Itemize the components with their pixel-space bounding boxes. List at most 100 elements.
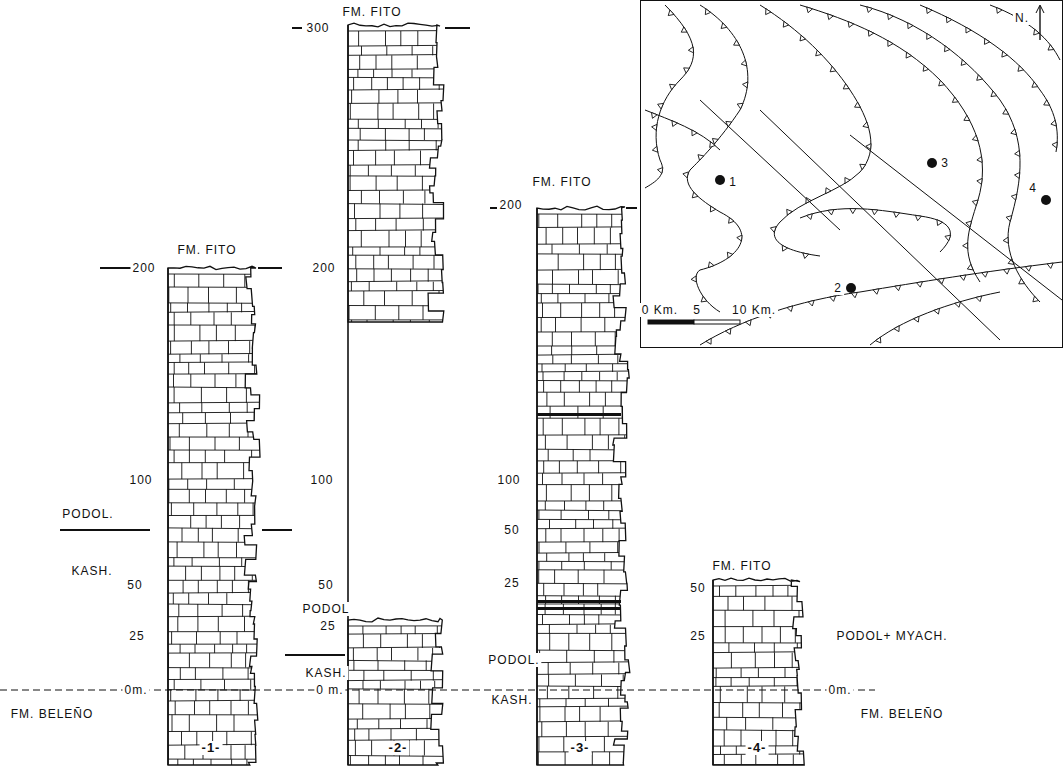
stroke xyxy=(787,586,788,596)
stroke xyxy=(552,244,553,254)
stroke xyxy=(348,30,448,31)
thrust-tooth xyxy=(977,157,982,163)
stroke xyxy=(583,583,584,595)
stroke xyxy=(420,151,421,166)
stroke xyxy=(380,634,381,648)
thrust-tooth xyxy=(1011,194,1017,200)
column-label: FM. BELEÑO xyxy=(859,707,946,721)
stroke xyxy=(168,759,264,760)
stroke xyxy=(219,566,220,580)
stroke xyxy=(585,294,586,303)
stroke xyxy=(538,752,539,769)
stroke xyxy=(537,284,633,286)
stroke xyxy=(380,204,381,219)
stroke xyxy=(538,561,539,570)
stroke xyxy=(736,746,737,754)
stroke xyxy=(537,510,633,512)
stroke xyxy=(242,604,243,617)
stroke xyxy=(618,270,619,284)
stroke xyxy=(715,678,716,687)
thrust-tooth xyxy=(860,164,866,169)
stroke xyxy=(193,759,194,769)
stroke xyxy=(378,119,379,128)
stroke xyxy=(774,610,775,626)
stroke xyxy=(720,746,721,754)
stroke xyxy=(543,583,544,595)
stroke xyxy=(375,219,376,231)
stroke xyxy=(348,319,448,320)
stroke xyxy=(617,372,618,381)
thrust-tooth xyxy=(807,7,813,13)
stroke xyxy=(548,663,549,675)
stroke xyxy=(348,281,448,282)
stroke xyxy=(537,595,633,597)
map-label: 5 xyxy=(691,303,703,317)
stroke xyxy=(561,510,562,519)
stroke xyxy=(617,686,618,699)
stroke xyxy=(174,387,175,403)
stroke xyxy=(557,214,558,228)
stroke xyxy=(624,501,625,510)
stroke xyxy=(584,529,585,542)
stroke xyxy=(597,583,598,595)
thrust-tooth xyxy=(1003,109,1009,114)
stroke xyxy=(593,686,594,699)
stroke xyxy=(417,648,418,661)
map-label: N. xyxy=(1013,11,1031,25)
stroke xyxy=(217,463,218,479)
thrust-tooth xyxy=(721,23,727,29)
stroke xyxy=(179,403,180,413)
stroke xyxy=(248,668,249,680)
stroke xyxy=(600,254,601,270)
stroke xyxy=(537,449,633,451)
thrust-tooth xyxy=(937,220,942,226)
stroke xyxy=(415,165,416,176)
column-label: 100 xyxy=(495,473,522,487)
stroke xyxy=(239,516,240,528)
stroke xyxy=(419,77,420,90)
stroke xyxy=(348,218,448,220)
stroke xyxy=(361,191,362,204)
stroke xyxy=(168,667,264,668)
stroke xyxy=(375,151,376,166)
thrust-tooth xyxy=(843,84,849,89)
stroke xyxy=(184,745,185,759)
thrust-tooth xyxy=(991,91,997,96)
stroke xyxy=(348,128,448,130)
stroke xyxy=(618,663,619,675)
stroke xyxy=(541,722,542,737)
stroke xyxy=(596,346,597,355)
column-label: KASH. xyxy=(489,693,534,707)
stroke xyxy=(562,228,563,245)
thrust-tooth xyxy=(945,235,951,241)
thrust-fault xyxy=(645,5,694,188)
stroke xyxy=(224,680,225,690)
stroke xyxy=(537,686,633,688)
stroke xyxy=(385,128,386,140)
map-label: 3 xyxy=(939,156,951,170)
stroke xyxy=(537,253,633,254)
stroke xyxy=(562,473,563,484)
stroke xyxy=(243,463,244,479)
stroke xyxy=(355,219,356,231)
stroke xyxy=(554,570,555,584)
stroke xyxy=(571,332,572,346)
stroke xyxy=(412,291,413,306)
stroke xyxy=(713,651,808,653)
stroke xyxy=(248,701,249,715)
thrust-tooth xyxy=(800,35,806,41)
stroke xyxy=(168,592,264,594)
column-label: 50 xyxy=(502,523,521,537)
column-axis xyxy=(536,208,538,765)
stroke xyxy=(245,653,246,668)
stroke xyxy=(368,165,369,176)
stroke xyxy=(416,729,417,740)
stroke xyxy=(571,485,572,501)
stroke xyxy=(542,303,543,318)
stroke xyxy=(755,653,756,669)
column-label: 100 xyxy=(308,473,335,487)
stroke xyxy=(374,269,375,282)
stroke xyxy=(217,580,218,593)
thrust-tooth xyxy=(934,308,940,314)
stroke xyxy=(713,685,808,687)
